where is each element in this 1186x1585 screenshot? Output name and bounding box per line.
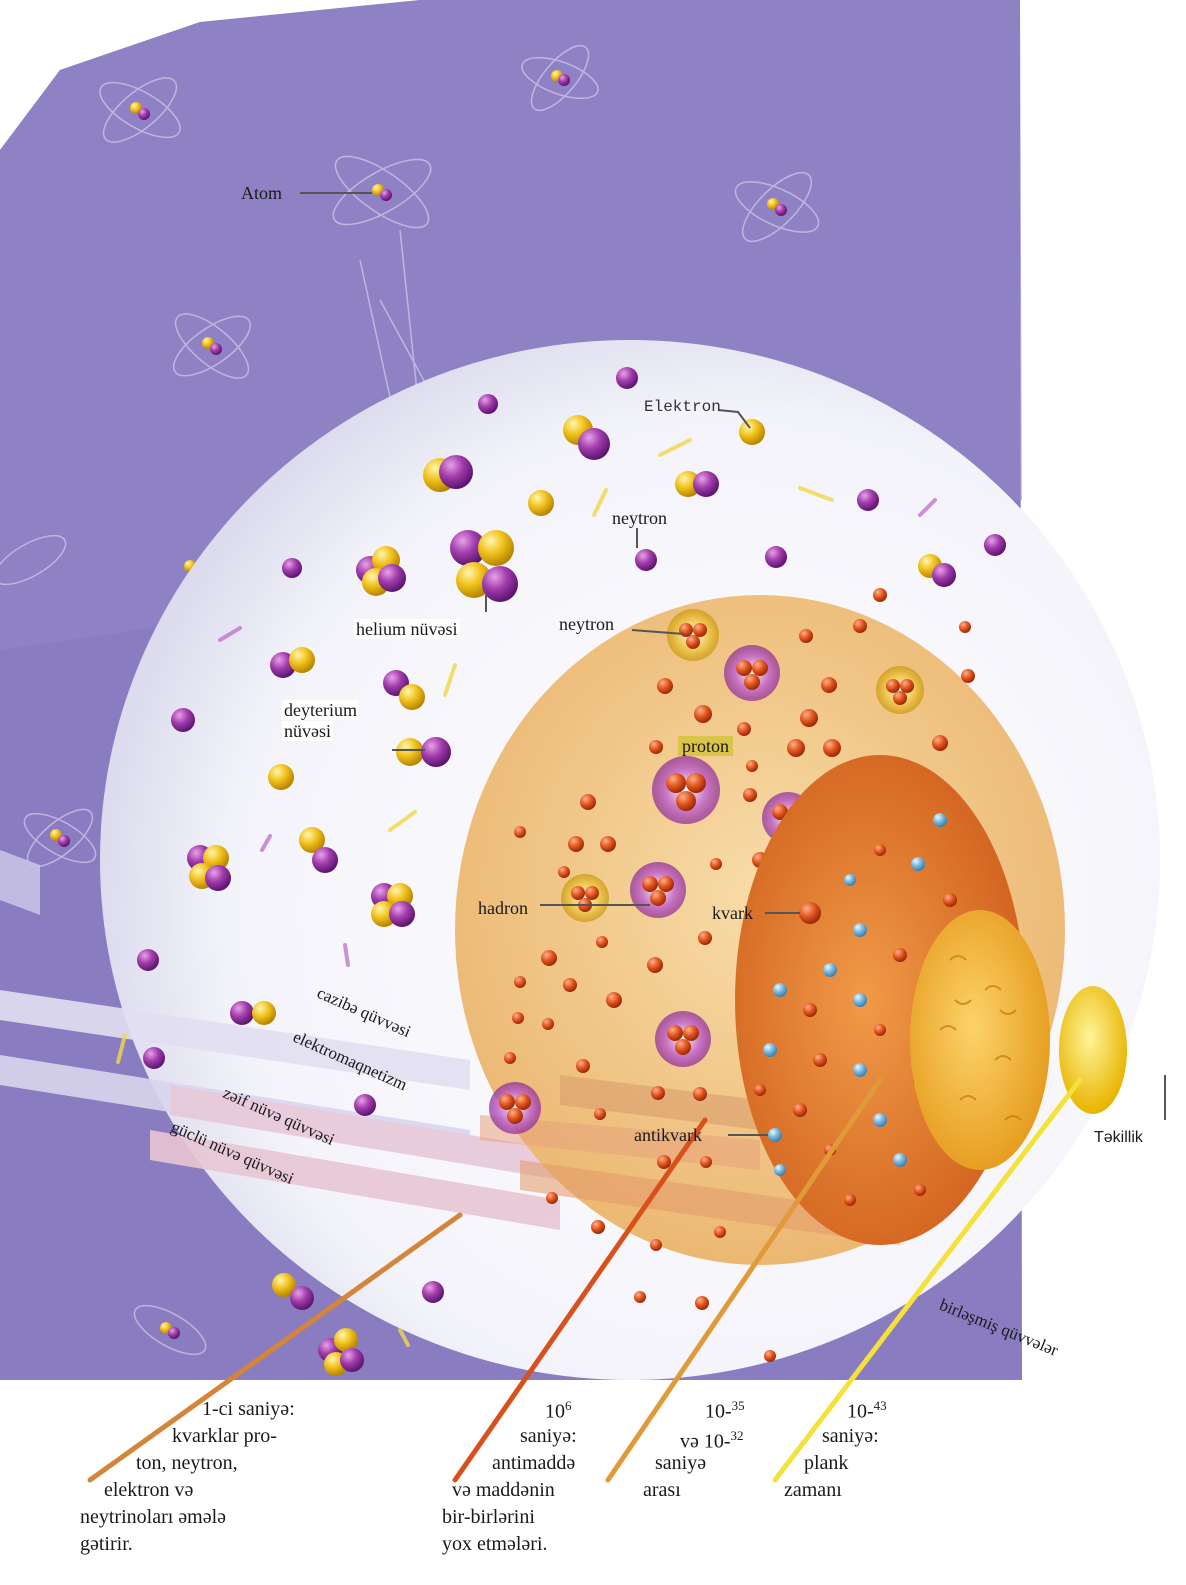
- caption-first-second-line: ton, neytron,: [136, 1450, 238, 1476]
- caption-inflation-line: saniyə: [655, 1450, 706, 1476]
- caption-annihilation-exponent-line: 106: [545, 1393, 572, 1425]
- power-exponent: 35: [732, 1398, 745, 1413]
- label-deuterium-line2: nüvəsi: [282, 721, 333, 741]
- label-singularity: Təkillik: [1094, 1128, 1143, 1148]
- power-base: 10-: [847, 1401, 874, 1423]
- label-hadron: hadron: [478, 898, 528, 918]
- label-neutron-top: neytron: [612, 508, 667, 528]
- caption-annihilation-line: antimaddə: [492, 1450, 575, 1476]
- gut-disc: [910, 910, 1050, 1170]
- caption-first-second-line: elektron və: [104, 1477, 193, 1503]
- label-helium-nucleus: helium nüvəsi: [354, 619, 460, 639]
- label-antiquark: antikvark: [634, 1125, 702, 1145]
- label-atom: Atom: [241, 183, 282, 203]
- caption-inflation-exponent-line: 10-35: [705, 1393, 745, 1425]
- power-exponent: 32: [731, 1428, 744, 1443]
- label-quark: kvark: [712, 903, 753, 923]
- caption-planck-line: saniyə:: [822, 1423, 879, 1449]
- label-neutron-mid: neytron: [559, 614, 614, 634]
- power-base: 10: [545, 1401, 565, 1423]
- caption-annihilation-line: və maddənin: [452, 1477, 555, 1503]
- power-exponent: 43: [874, 1398, 887, 1413]
- label-proton: proton: [678, 736, 733, 756]
- caption-first-second-line: kvarklar pro-: [172, 1423, 277, 1449]
- caption-first-second-line: 1-ci saniyə:: [202, 1396, 295, 1422]
- label-deuterium-line1: deyterium: [282, 700, 359, 720]
- power-base: 10-: [705, 1401, 732, 1423]
- power-exponent: 6: [565, 1398, 572, 1413]
- caption-planck-line: plank: [804, 1450, 848, 1476]
- caption-first-second-line: gətirir.: [80, 1531, 133, 1557]
- caption-planck-exponent-line: 10-43: [847, 1393, 887, 1425]
- caption-annihilation-line: yox etmələri.: [442, 1531, 548, 1557]
- label-electron: Elektron: [644, 397, 721, 417]
- caption-annihilation-line: saniyə:: [520, 1423, 577, 1449]
- caption-inflation-line: arası: [643, 1477, 681, 1503]
- caption-first-second-line: neytrinoları əmələ: [80, 1504, 226, 1530]
- caption-planck-line: zamanı: [784, 1477, 842, 1503]
- caption-annihilation-line: bir-birlərini: [442, 1504, 535, 1530]
